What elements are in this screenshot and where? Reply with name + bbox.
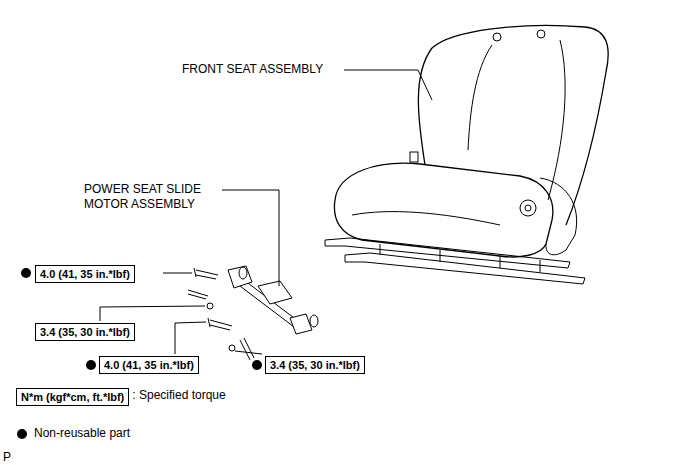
leader-line xyxy=(222,190,279,286)
legend-text: Non-reusable part xyxy=(34,426,130,440)
page-code: P xyxy=(3,450,11,465)
non-reusable-dot xyxy=(21,268,31,278)
seat-cushion xyxy=(334,163,552,257)
non-reusable-dot xyxy=(17,429,27,439)
seat-rail xyxy=(345,253,585,284)
recliner-knob xyxy=(520,200,536,216)
torque-value: 3.4 (35, 30 in.*lbf) xyxy=(270,359,360,371)
seat-back xyxy=(418,26,608,225)
bolt xyxy=(188,290,208,299)
bolt xyxy=(240,338,254,360)
washer xyxy=(310,315,318,327)
headrest-button xyxy=(493,33,501,41)
gearbox xyxy=(290,314,312,334)
washer xyxy=(239,267,247,279)
slide-motor-body xyxy=(258,281,292,304)
gearbox xyxy=(228,266,252,288)
leader-line xyxy=(235,351,262,354)
torque-box: N*m (kgf*cm, ft.*lbf) xyxy=(16,388,129,406)
bolt xyxy=(208,318,232,330)
leader-line xyxy=(163,273,192,274)
nut xyxy=(229,345,235,351)
rail-frame xyxy=(380,244,540,272)
legend-entry: Non-reusable part xyxy=(34,426,130,441)
cushion-seam xyxy=(352,212,500,225)
lever xyxy=(410,152,418,162)
torque-box: 4.0 (41, 35 in.*lbf) xyxy=(99,356,199,374)
bolt xyxy=(194,268,218,279)
torque-value: N*m (kgf*cm, ft.*lbf) xyxy=(21,391,124,403)
part-name: FRONT SEAT ASSEMBLY xyxy=(182,62,323,77)
torque-value: 4.0 (41, 35 in.*lbf) xyxy=(40,268,130,280)
non-reusable-dot xyxy=(86,360,96,370)
headrest-button xyxy=(537,30,545,38)
non-reusable-dot xyxy=(252,360,262,370)
legend-text: : Specified torque xyxy=(132,388,225,402)
torque-box: 4.0 (41, 35 in.*lbf) xyxy=(35,265,135,283)
side-cover xyxy=(540,178,577,255)
torque-box: 3.4 (35, 30 in.*lbf) xyxy=(35,323,135,341)
leader-line xyxy=(100,306,205,321)
seat-rail xyxy=(325,238,570,268)
part-name: POWER SEAT SLIDE MOTOR ASSEMBLY xyxy=(84,182,220,212)
leader-line xyxy=(344,70,432,100)
nut xyxy=(207,303,213,309)
torque-box: 3.4 (35, 30 in.*lbf) xyxy=(265,356,365,374)
legend-entry: : Specified torque xyxy=(132,388,225,403)
recliner-knob xyxy=(525,205,531,211)
torque-value: 3.4 (35, 30 in.*lbf) xyxy=(40,326,130,338)
leader-line xyxy=(175,322,206,354)
torque-value: 4.0 (41, 35 in.*lbf) xyxy=(104,359,194,371)
